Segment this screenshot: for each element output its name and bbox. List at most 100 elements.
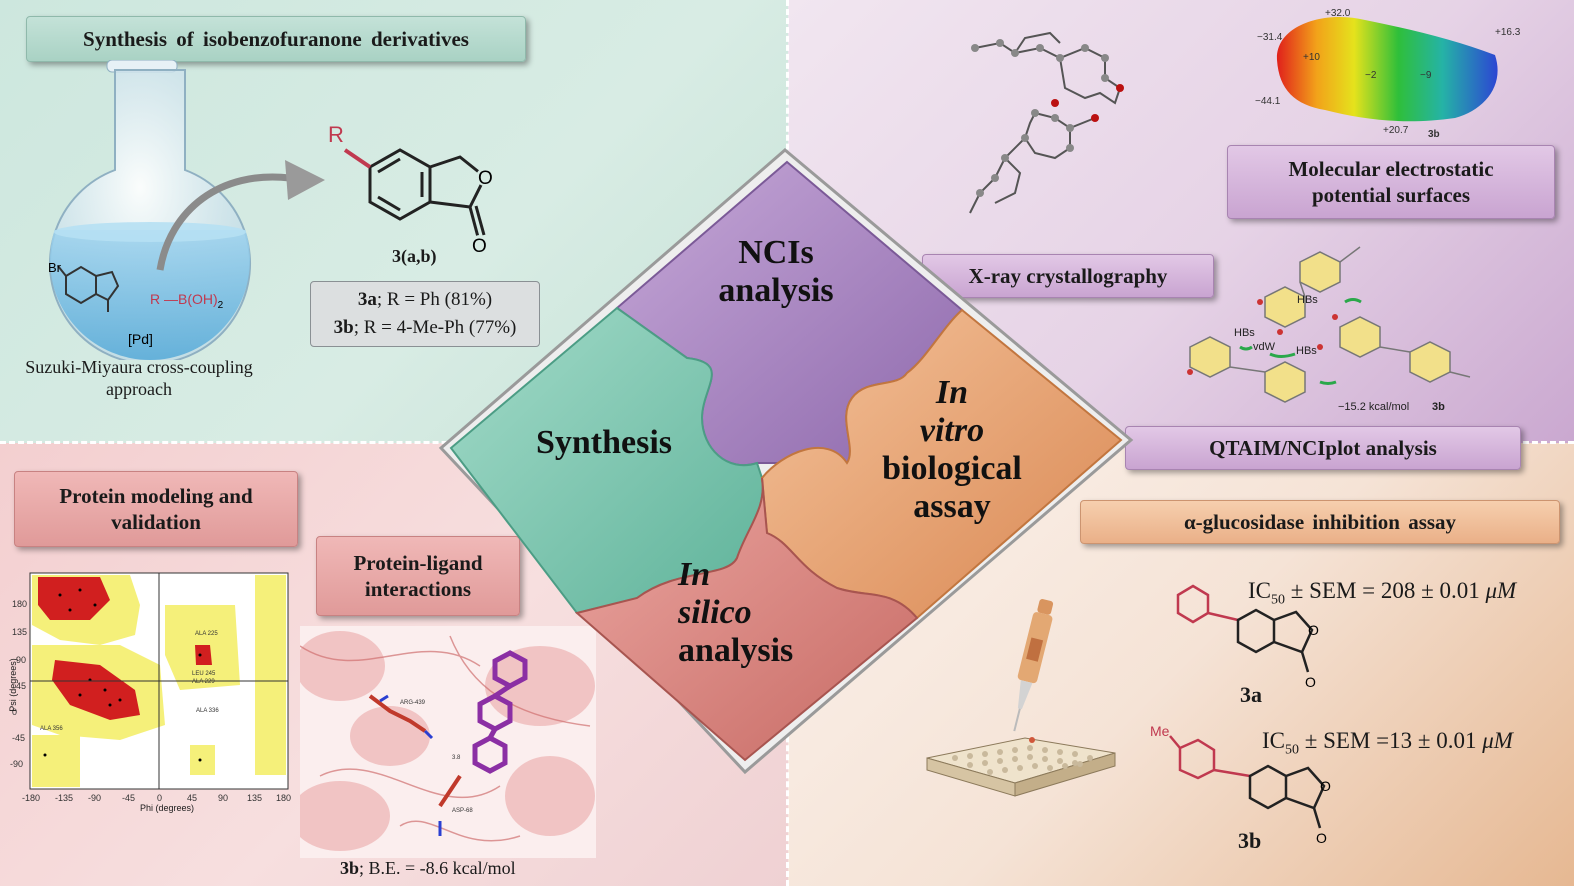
svg-text:O: O — [1305, 674, 1316, 690]
nci-label-4: HBs — [1296, 345, 1317, 357]
mep-val-8: +20.7 — [1383, 125, 1409, 136]
protein-ligand-line2: interactions — [364, 577, 472, 601]
puzzle-invitro-line1: In — [935, 374, 969, 411]
flask-catalyst-label: [Pd] — [128, 331, 153, 347]
yield-3b: 3b; R = 4-Me-Ph (77%) — [333, 317, 517, 338]
puzzle-diamond — [438, 148, 1134, 775]
nciplot-structure: HBs HBs vdW HBs −15.2 kcal/mol 3b — [1187, 246, 1471, 413]
methyl-label: Me — [1150, 723, 1170, 739]
mep-label-line2: potential surfaces — [1311, 183, 1471, 207]
svg-text:O: O — [1308, 622, 1319, 638]
nci-label-1: HBs — [1297, 294, 1318, 306]
ic50-3a: IC50 ± SEM = 208 ± 0.01 μM — [1248, 578, 1517, 608]
rama-ytick-5: 0 — [12, 707, 17, 717]
protein-modeling-label: Protein modeling and validation — [14, 471, 298, 547]
rama-xtick-5: 0 — [157, 793, 162, 803]
ic50-3b: IC50 ± SEM =13 ± 0.01 μM — [1262, 728, 1513, 758]
mep-val-1: +32.0 — [1325, 8, 1351, 19]
puzzle-ncis-line2: analysis — [718, 272, 834, 310]
rama-xtick-1: -180 — [22, 793, 40, 803]
mep-val-3: +10 — [1303, 52, 1320, 63]
puzzle-ncis-label: NCIs analysis — [706, 234, 846, 310]
mep-label-line1: Molecular electrostatic — [1288, 156, 1494, 181]
pipette-plate-illustration — [926, 599, 1116, 797]
xray-structure — [969, 31, 1124, 214]
puzzle-insilico-line3: analysis — [678, 632, 794, 670]
synthesis-title: Synthesis of isobenzofuranone derivative… — [26, 16, 526, 62]
product-structure: R O O — [328, 122, 494, 257]
puzzle-invitro-line3: biological — [882, 450, 1022, 488]
protein-ligand-label: Protein-ligand interactions — [316, 536, 520, 616]
method-caption: Suzuki-Miyaura cross-coupling approach — [14, 356, 264, 400]
puzzle-invitro-line2: vitro — [919, 412, 985, 450]
rama-ytick-4: 45 — [16, 681, 26, 691]
rama-xtick-4: -45 — [122, 793, 135, 803]
svg-text:O: O — [1320, 778, 1331, 794]
docking-image: ARG-439 3.8 ASP-68 — [300, 626, 596, 858]
rama-xtick-9: 180 — [276, 793, 291, 803]
flask-boronic-label: R —B(OH)2 — [150, 291, 224, 311]
rama-ytick-6: -45 — [12, 733, 25, 743]
mep-val-5: −9 — [1420, 70, 1432, 81]
puzzle-ncis-line1: NCIs — [738, 234, 814, 271]
rama-xtick-8: 135 — [247, 793, 262, 803]
nci-compound: 3b — [1432, 401, 1445, 413]
product-r-label: R — [328, 122, 344, 147]
binding-energy: 3b; B.E. = -8.6 kcal/mol — [340, 858, 516, 878]
svg-text:O: O — [478, 168, 493, 189]
rama-xtick-3: -90 — [88, 793, 101, 803]
yield-box: 3a; R = Ph (81%) 3b; R = 4-Me-Ph (77%) — [310, 281, 540, 347]
mep-val-6: +16.3 — [1495, 27, 1521, 38]
method-caption-line2: approach — [106, 379, 172, 399]
mep-val-7: −44.1 — [1255, 96, 1281, 107]
compound-3b-label: 3b — [1238, 828, 1262, 853]
compound-3a-structure: O O — [1176, 584, 1319, 690]
rama-annot-4: ALA 229 — [192, 679, 215, 685]
xray-label: X-ray crystallography — [922, 254, 1214, 298]
rama-xlabel: Phi (degrees) — [140, 803, 195, 813]
protein-modeling-line1: Protein modeling and — [59, 483, 253, 508]
puzzle-piece-insilico — [574, 477, 919, 762]
mep-val-4: −2 — [1365, 70, 1377, 81]
rama-annot-5: ALA 336 — [196, 708, 219, 714]
flask-illustration: Br R —B(OH)2 [Pd] — [48, 60, 325, 360]
mep-surface: +32.0 −31.4 +10 −2 −9 +16.3 −44.1 +20.7 … — [1255, 8, 1521, 140]
yield-3a: 3a; R = Ph (81%) — [357, 289, 493, 310]
ramachandran-plot: -180 -135 -90 -45 0 45 90 135 180 180 13… — [10, 572, 291, 803]
rama-xtick-2: -135 — [55, 793, 73, 803]
docking-label-1: ARG-439 — [400, 700, 426, 706]
puzzle-insilico-line1: In — [678, 556, 711, 593]
mep-val-2: −31.4 — [1257, 32, 1283, 43]
puzzle-insilico-line2: silico — [678, 594, 752, 632]
method-caption-line1: Suzuki-Miyaura cross-coupling — [25, 357, 253, 377]
rama-xtick-7: 90 — [218, 793, 228, 803]
invitro-title: α-glucosidase inhibition assay — [1080, 500, 1560, 544]
compound-3b-structure: Me O O — [1150, 723, 1331, 846]
puzzle-invitro-label: In vitro biological assay — [862, 374, 1042, 526]
nci-label-2: HBs — [1234, 327, 1255, 339]
docking-label-2: 3.8 — [452, 755, 461, 761]
rama-annot-1: ALA 225 — [195, 631, 218, 637]
rama-ylabel: Psi (degrees) — [7, 658, 18, 712]
rama-annot-3: LEU 245 — [192, 671, 216, 677]
docking-label-3: ASP-68 — [452, 808, 473, 814]
svg-text:O: O — [472, 236, 487, 257]
product-label: 3(a,b) — [392, 246, 437, 266]
puzzle-invitro-line4: assay — [913, 488, 991, 526]
compound-3a-label: 3a — [1240, 682, 1262, 707]
rama-annot-2: ALA 356 — [40, 726, 63, 732]
mep-val-9: 3b — [1428, 129, 1440, 140]
rama-ytick-7: -90 — [10, 759, 23, 769]
puzzle-synthesis-label: Synthesis — [535, 424, 673, 461]
rama-ytick-1: 180 — [12, 599, 27, 609]
flask-br-label: Br — [48, 260, 62, 275]
qtaim-label: QTAIM/NCIplot analysis — [1125, 426, 1521, 470]
protein-modeling-line2: validation — [111, 510, 201, 534]
mep-label: Molecular electrostatic potential surfac… — [1227, 145, 1555, 219]
puzzle-insilico-label: In silico analysis — [678, 556, 838, 670]
nci-energy: −15.2 kcal/mol — [1338, 401, 1409, 413]
nci-label-3: vdW — [1253, 341, 1276, 353]
rama-xtick-6: 45 — [187, 793, 197, 803]
protein-ligand-line1: Protein-ligand — [353, 550, 483, 575]
rama-ytick-3: 90 — [16, 655, 26, 665]
